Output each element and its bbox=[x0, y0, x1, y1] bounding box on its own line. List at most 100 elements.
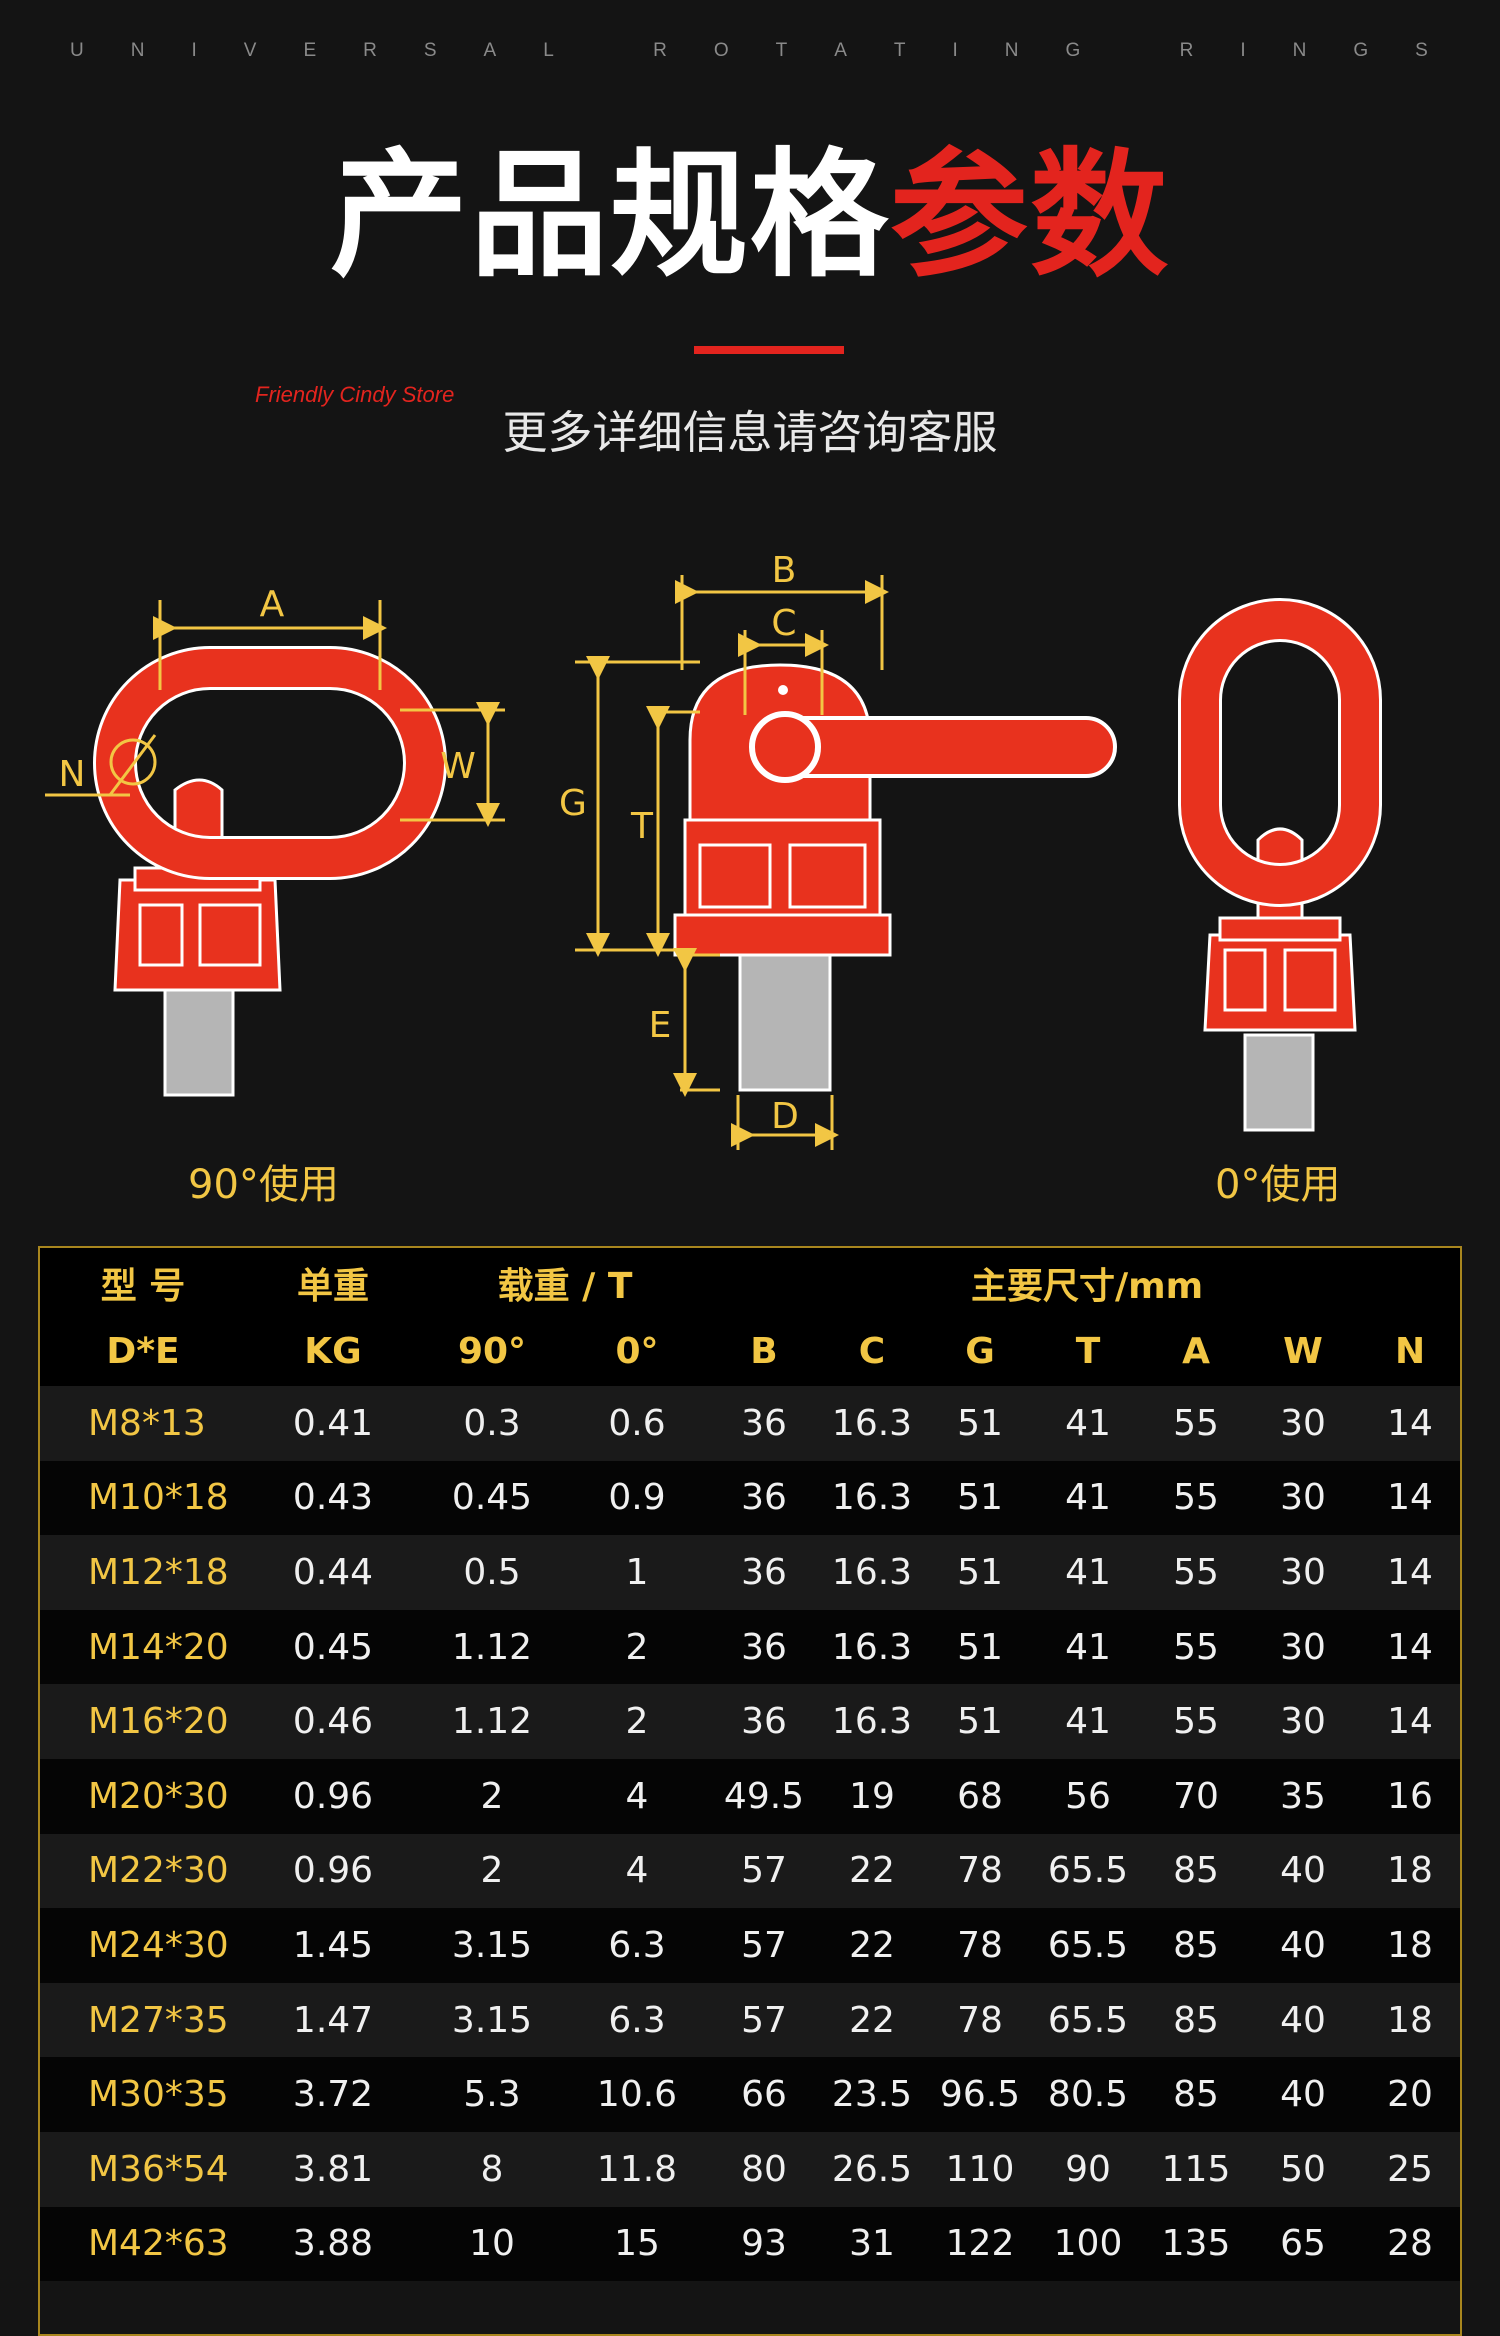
tagline-letter: I bbox=[191, 40, 199, 61]
value-cell: 41 bbox=[1034, 1535, 1142, 1610]
page-title: 产品规格参数 bbox=[0, 140, 1500, 292]
value-cell: 30 bbox=[1250, 1535, 1356, 1610]
value-cell: 28 bbox=[1356, 2206, 1460, 2282]
ring-90-figure bbox=[93, 646, 447, 1097]
value-cell: 41 bbox=[1034, 1386, 1142, 1461]
value-cell: 0.3 bbox=[420, 1386, 564, 1461]
value-cell: 26.5 bbox=[818, 2131, 926, 2207]
tagline-letter: G bbox=[1065, 40, 1083, 61]
value-cell: 57 bbox=[710, 1833, 818, 1909]
value-cell: 0.41 bbox=[246, 1386, 420, 1461]
ring-0-figure bbox=[1178, 598, 1382, 1132]
model-cell: M14*20 bbox=[40, 1609, 246, 1685]
value-cell: 30 bbox=[1250, 1609, 1356, 1685]
value-cell: 3.72 bbox=[246, 2057, 420, 2132]
value-cell: 31 bbox=[818, 2206, 926, 2282]
title-white: 产品规格 bbox=[329, 135, 890, 296]
tagline-letter: R bbox=[653, 40, 669, 61]
value-cell: 36 bbox=[710, 1609, 818, 1685]
model-cell: M12*18 bbox=[40, 1535, 246, 1610]
value-cell: 1.12 bbox=[420, 1609, 564, 1685]
value-cell: 65.5 bbox=[1034, 1908, 1142, 1983]
value-cell: 4 bbox=[564, 1833, 710, 1909]
value-cell: 65 bbox=[1250, 2206, 1356, 2282]
value-cell: 22 bbox=[818, 1982, 926, 2058]
value-cell: 16.3 bbox=[818, 1535, 926, 1610]
value-cell: 14 bbox=[1356, 1535, 1460, 1610]
value-cell: 90 bbox=[1034, 2131, 1142, 2207]
value-cell: 78 bbox=[926, 1833, 1034, 1909]
model-cell: M22*30 bbox=[40, 1833, 246, 1909]
value-cell: 115 bbox=[1142, 2131, 1250, 2207]
tagline-letter: N bbox=[1292, 40, 1309, 61]
subheader-cell: 90° bbox=[420, 1317, 564, 1386]
tagline-letter: R bbox=[1179, 40, 1196, 61]
value-cell: 11.8 bbox=[564, 2131, 710, 2207]
value-cell: 16 bbox=[1356, 1758, 1460, 1834]
value-cell: 19 bbox=[818, 1758, 926, 1834]
value-cell: 25 bbox=[1356, 2131, 1460, 2207]
value-cell: 3.15 bbox=[420, 1982, 564, 2058]
subheader-cell: B bbox=[710, 1317, 818, 1386]
value-cell: 4 bbox=[564, 1758, 710, 1834]
label-w: W bbox=[440, 746, 476, 787]
value-cell: 15 bbox=[564, 2206, 710, 2282]
tagline-letter: I bbox=[952, 40, 960, 61]
value-cell: 40 bbox=[1250, 2057, 1356, 2132]
value-cell: 55 bbox=[1142, 1609, 1250, 1685]
model-cell: M24*30 bbox=[40, 1908, 246, 1983]
value-cell: 2 bbox=[420, 1758, 564, 1834]
label-d: D bbox=[771, 1096, 799, 1137]
value-cell: 36 bbox=[710, 1386, 818, 1461]
value-cell: 35 bbox=[1250, 1758, 1356, 1834]
value-cell: 20 bbox=[1356, 2057, 1460, 2132]
model-cell: M30*35 bbox=[40, 2057, 246, 2132]
value-cell: 0.6 bbox=[564, 1386, 710, 1461]
title-underline bbox=[694, 346, 844, 354]
subtitle: 更多详细信息请咨询客服 bbox=[502, 406, 998, 459]
value-cell: 55 bbox=[1142, 1460, 1250, 1536]
tagline-letter: N bbox=[1004, 40, 1021, 61]
subheader-cell: 0° bbox=[564, 1317, 710, 1386]
subheader-cell: C bbox=[818, 1317, 926, 1386]
tagline-letter: T bbox=[775, 40, 790, 61]
value-cell: 0.46 bbox=[246, 1684, 420, 1759]
label-g: G bbox=[559, 783, 587, 824]
value-cell: 40 bbox=[1250, 1982, 1356, 2058]
usage-0-label: 0°使用 bbox=[1215, 1162, 1341, 1208]
value-cell: 5.3 bbox=[420, 2057, 564, 2132]
value-cell: 14 bbox=[1356, 1460, 1460, 1536]
value-cell: 0.96 bbox=[246, 1758, 420, 1834]
value-cell: 41 bbox=[1034, 1684, 1142, 1759]
value-cell: 22 bbox=[818, 1833, 926, 1909]
value-cell: 49.5 bbox=[710, 1758, 818, 1834]
value-cell: 85 bbox=[1142, 1908, 1250, 1983]
model-cell: M8*13 bbox=[40, 1386, 246, 1461]
value-cell: 2 bbox=[564, 1684, 710, 1759]
value-cell: 80.5 bbox=[1034, 2057, 1142, 2132]
model-cell: M36*54 bbox=[40, 2131, 246, 2207]
value-cell: 51 bbox=[926, 1460, 1034, 1536]
label-b: B bbox=[772, 550, 797, 591]
value-cell: 51 bbox=[926, 1684, 1034, 1759]
model-cell: M27*35 bbox=[40, 1982, 246, 2058]
value-cell: 30 bbox=[1250, 1684, 1356, 1759]
value-cell: 14 bbox=[1356, 1684, 1460, 1759]
label-e: E bbox=[649, 1005, 672, 1046]
value-cell: 3.88 bbox=[246, 2206, 420, 2282]
tagline-letter: G bbox=[1353, 40, 1371, 61]
value-cell: 78 bbox=[926, 1908, 1034, 1983]
model-cell: M42*63 bbox=[40, 2206, 246, 2282]
value-cell: 18 bbox=[1356, 1982, 1460, 2058]
model-cell: M20*30 bbox=[40, 1758, 246, 1834]
header-load: 载重 / T bbox=[420, 1248, 710, 1317]
value-cell: 36 bbox=[710, 1535, 818, 1610]
value-cell: 8 bbox=[420, 2131, 564, 2207]
value-cell: 36 bbox=[710, 1684, 818, 1759]
value-cell: 30 bbox=[1250, 1386, 1356, 1461]
value-cell: 68 bbox=[926, 1758, 1034, 1834]
